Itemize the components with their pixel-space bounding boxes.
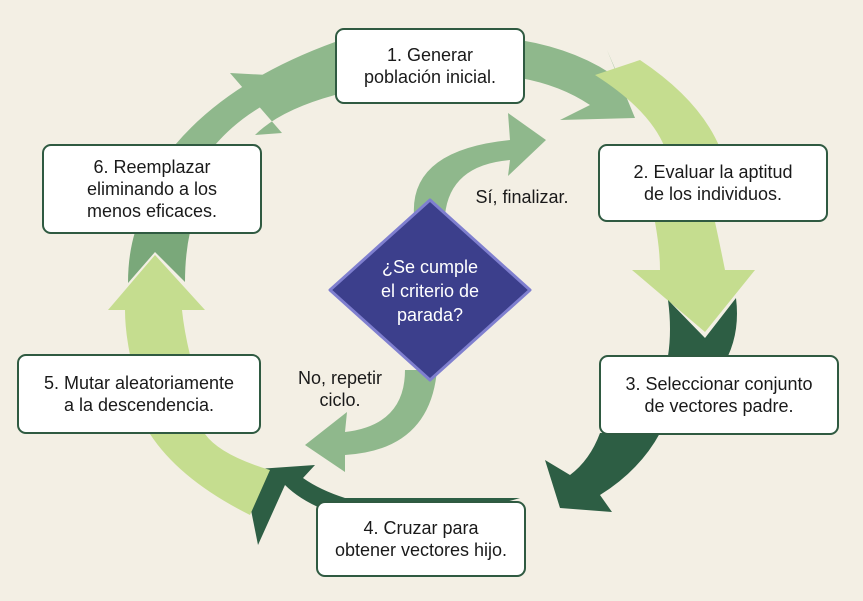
step-3-box: 3. Seleccionar conjunto de vectores padr… [599,355,839,435]
decision-text: ¿Se cumple el criterio de parada? [380,257,480,325]
arrow-step3-to-step4-head [545,433,660,512]
step-2-text: 2. Evaluar la aptitud de los individuos. [633,162,793,204]
arrow-step5-to-step6 [150,434,270,515]
yes-arrow [413,113,546,215]
step-2-box: 2. Evaluar la aptitud de los individuos. [598,144,828,222]
arrow-step3-to-step4 [668,298,737,356]
decision-diamond [328,198,532,382]
step-4-box: 4. Cruzar para obtener vectores hijo. [316,501,526,577]
arrow-step6-upper [128,232,190,283]
step-6-box: 6. Reemplazar eliminando a los menos efi… [42,144,262,234]
arrow-step6-to-step1 [175,42,335,145]
arrow-step2-to-step3 [595,60,720,148]
arrow-step5-to-step6-head [108,255,205,355]
arrow-step2-to-step3-head [632,222,755,332]
step-5-text: 5. Mutar aleatoriamente a la descendenci… [43,373,235,415]
step-3-text: 3. Seleccionar conjunto de vectores padr… [625,374,813,416]
no-label: No, repetir ciclo. [297,368,383,410]
step-5-box: 5. Mutar aleatoriamente a la descendenci… [17,354,261,434]
step-4-text: 4. Cruzar para obtener vectores hijo. [334,518,508,560]
no-arrow [305,370,437,472]
step-1-text: 1. Generar población inicial. [363,45,497,87]
step-6-text: 6. Reemplazar eliminando a los menos efi… [86,157,218,221]
yes-label: Sí, finalizar. [475,187,569,207]
step-1-box: 1. Generar población inicial. [335,28,525,104]
arrow-step1-to-step2 [520,40,635,120]
